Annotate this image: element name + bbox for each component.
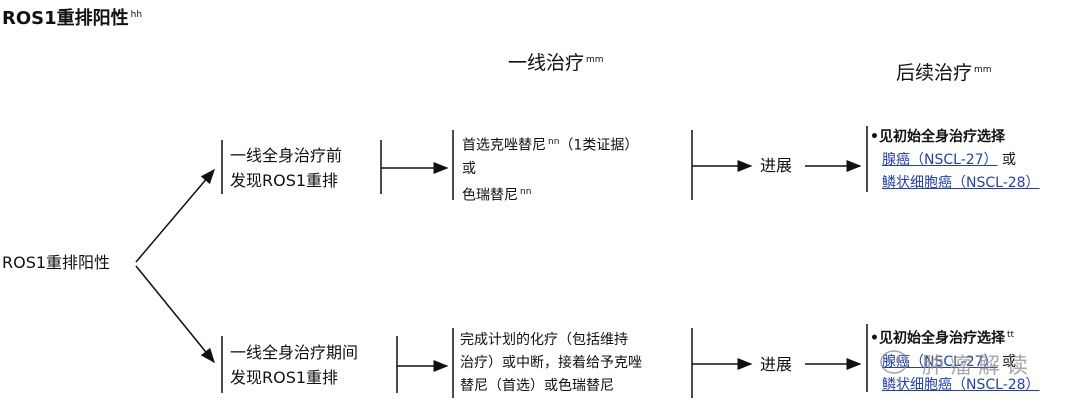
top-therapy-line-2: 或 (462, 160, 476, 177)
bottom-link-squamous[interactable]: 鳞状细胞癌（NSCL-28） (882, 376, 1040, 393)
bottom-therapy-line-3: 替尼（首选）或色瑞替尼 (460, 378, 614, 394)
top-link-squamous[interactable]: 鳞状细胞癌（NSCL-28） (882, 175, 1040, 191)
bottom-next-line-3: 鳞状细胞癌（NSCL-28） (882, 374, 1040, 397)
bottom-progress-label: 进展 (760, 355, 793, 374)
watermark: 肿瘤解读 (878, 346, 1068, 379)
arrow-root-to-bottom (135, 265, 215, 364)
header-first-line-footnote: mm (586, 54, 604, 65)
top-next-line-2: 腺癌（NSCL-27） 或 (882, 152, 1017, 168)
bottom-therapy-line-1: 完成计划的化疗（包括维持 (460, 332, 628, 348)
top-progress-label: 进展 (760, 156, 793, 175)
top-next-line-3: 鳞状细胞癌（NSCL-28） (882, 172, 1040, 195)
top-therapy-footnote-1: nn (548, 137, 560, 147)
top-next-therapy: •见初始全身治疗选择 腺癌（NSCL-27） 或 鳞状细胞癌（NSCL-28） (870, 126, 1040, 195)
top-condition-line-2: 发现ROS1重排 (230, 171, 339, 190)
bottom-condition-line-2: 发现ROS1重排 (230, 368, 339, 387)
watermark-logo-icon (880, 350, 908, 374)
watermark-text: 肿瘤解读 (922, 354, 1035, 379)
top-condition: 一线全身治疗前 发现ROS1重排 (230, 143, 342, 193)
bottom-therapy: 完成计划的化疗（包括维持 治疗）或中断，接着给予克唑 替尼（首选）或色瑞替尼 (460, 329, 642, 398)
arrow-root-to-top (135, 168, 215, 263)
root-label: ROS1重排阳性 (2, 253, 111, 272)
bottom-condition: 一线全身治疗期间 发现ROS1重排 (230, 340, 358, 390)
title-footnote: hh (130, 10, 143, 20)
top-link-adenocarcinoma[interactable]: 腺癌（NSCL-27） (882, 152, 998, 168)
header-subsequent-footnote: mm (974, 64, 992, 75)
bottom-link-adenocarcinoma[interactable]: 腺癌（NSCL-27） (882, 353, 998, 370)
top-next-intro: •见初始全身治疗选择 (870, 129, 1005, 145)
bottom-condition-line-1: 一线全身治疗期间 (230, 343, 359, 362)
bottom-next-line-2: 腺癌（NSCL-27） 或 (882, 353, 1017, 370)
bottom-next-footnote: tt (1006, 330, 1015, 340)
top-condition-line-1: 一线全身治疗前 (230, 146, 343, 165)
bottom-therapy-line-2: 治疗）或中断，接着给予克唑 (460, 355, 642, 371)
top-therapy-footnote-3: nn (520, 186, 532, 197)
